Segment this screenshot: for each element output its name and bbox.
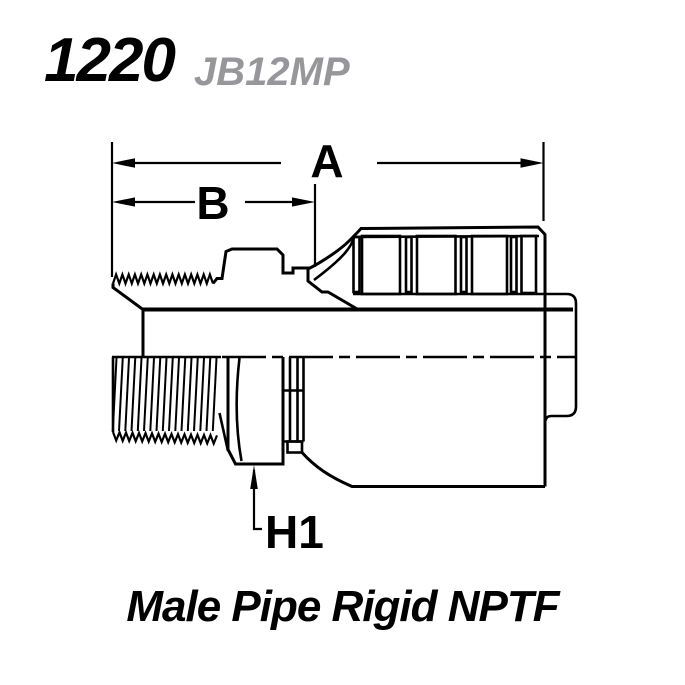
dimension-b: B (112, 177, 317, 267)
ferrule-exterior (300, 451, 545, 488)
hex-facet-arc (235, 357, 243, 462)
dim-b-label: B (196, 177, 229, 229)
serration-rib (459, 235, 468, 294)
thread-hatch (111, 357, 218, 432)
serration-block (415, 234, 457, 296)
serration-rib (404, 235, 413, 294)
series-number: 1220 (44, 26, 176, 95)
hex-shoulder-nose-outline (211, 247, 359, 311)
part-number: JB12MP (194, 50, 350, 94)
arrowhead-right-icon (520, 158, 544, 168)
ferrule-serrations (352, 234, 538, 296)
arrowhead-right-icon (292, 197, 315, 207)
hex-outline (226, 357, 285, 466)
serration-block (360, 234, 402, 296)
serration-rib (352, 235, 361, 294)
collar-groove-exterior (283, 357, 305, 454)
serration-tip-line-and-bead (353, 292, 578, 421)
arrowhead-left-icon (112, 197, 135, 207)
thread-zigzag-bottom (111, 429, 219, 447)
thread-zigzag-top (111, 271, 215, 287)
arrowhead-left-icon (112, 158, 135, 168)
serration-rib (509, 235, 518, 294)
serration-block (520, 234, 538, 295)
ferrule-skirt-curve (300, 451, 545, 488)
dim-h1-label: H1 (265, 506, 324, 558)
serration-block (470, 234, 509, 296)
hex-nut-exterior (226, 357, 285, 466)
male-pipe-thread-profile (111, 271, 215, 357)
arrowhead-up-icon (250, 465, 258, 489)
thread-taper-edge (111, 283, 145, 357)
collar-step (286, 440, 304, 454)
figure-caption: Male Pipe Rigid NPTF (126, 582, 559, 631)
thread-exterior-view (111, 355, 230, 452)
dim-a-label: A (310, 135, 343, 187)
dimension-h1: H1 (250, 465, 324, 558)
ferrule-shell-outer (307, 225, 547, 487)
h1-leader-line (252, 470, 262, 531)
dimension-a: A (110, 135, 545, 277)
